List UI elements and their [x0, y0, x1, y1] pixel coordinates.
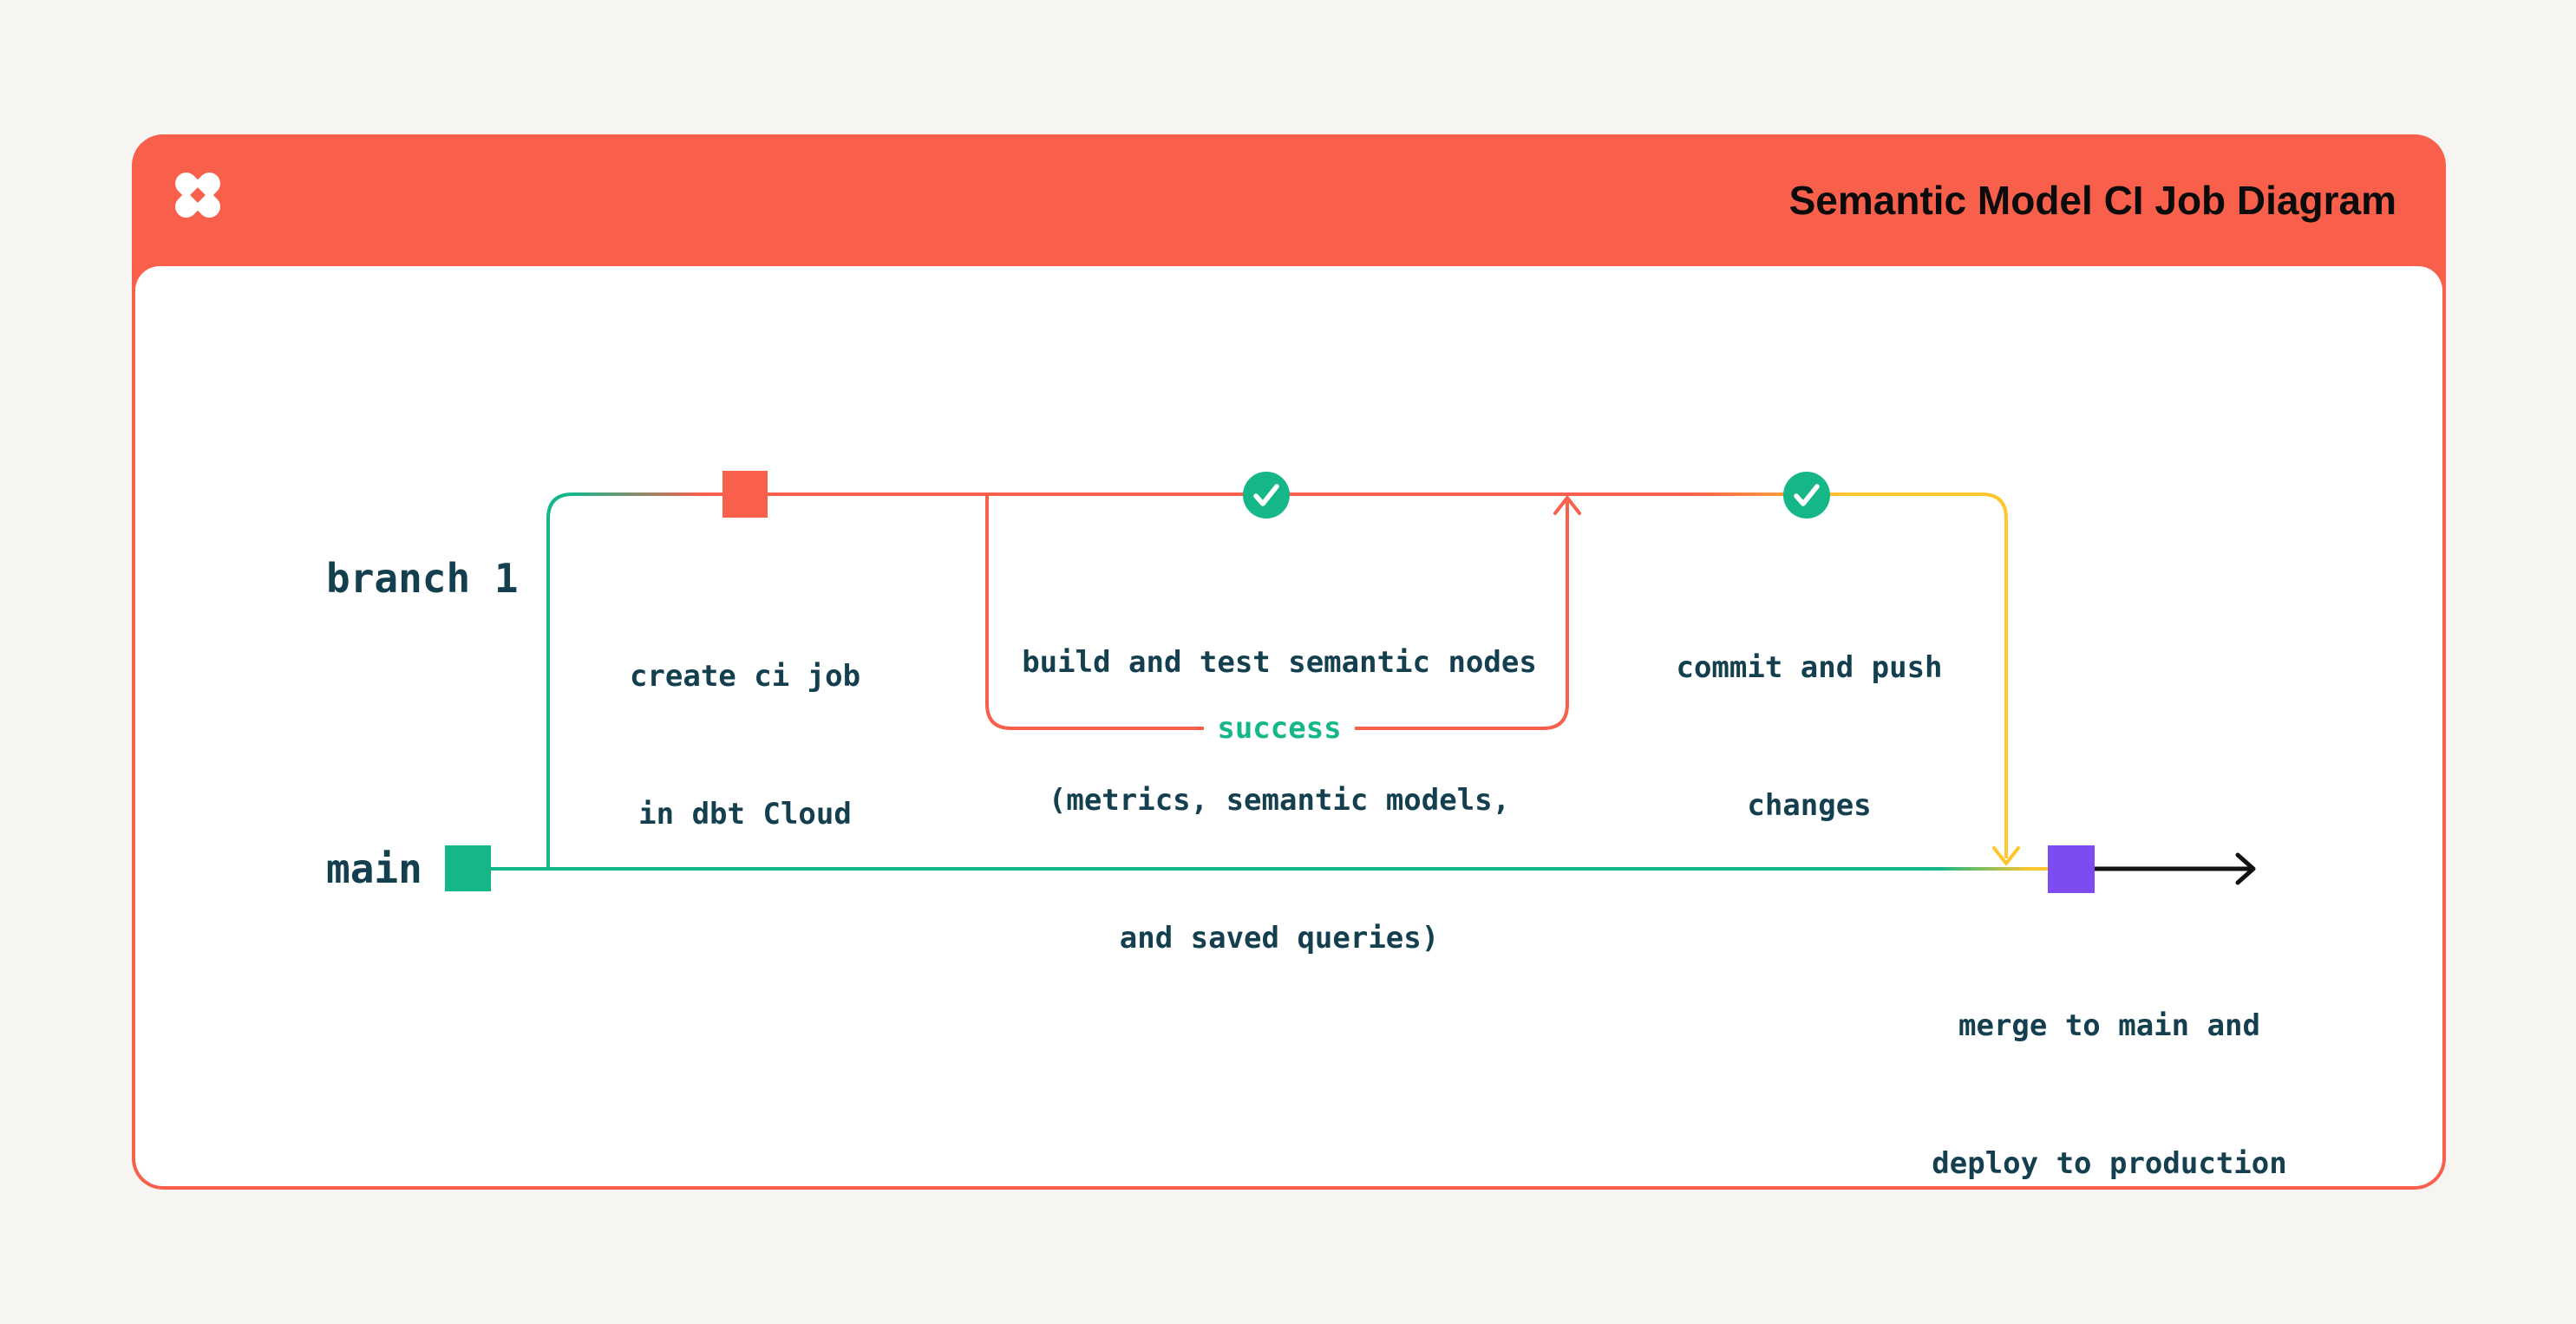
label-line: in dbt Cloud — [638, 797, 852, 832]
label-line: and saved queries) — [1119, 921, 1440, 955]
branch-top-line — [572, 492, 2008, 858]
node-commit-push-label: commit and push changes — [1676, 553, 1942, 921]
node-create-ci-job-label: create ci job in dbt Cloud — [630, 562, 860, 929]
commit-check-circle-icon — [1783, 472, 1830, 519]
label-line: create ci job — [629, 659, 861, 694]
card-body — [135, 266, 2442, 1186]
lane-label-branch: branch 1 — [326, 555, 519, 602]
label-line: (metrics, semantic models, — [1048, 783, 1511, 818]
label-line: deploy to production — [1932, 1146, 2287, 1181]
node-merge-deploy-label: merge to main and deploy to production — [1932, 911, 2286, 1279]
main-commit-square — [445, 845, 491, 891]
success-loop-up-arrowhead-icon — [1553, 496, 1581, 515]
success-loop-left-line — [985, 496, 1204, 730]
label-line: build and test semantic nodes — [1022, 645, 1537, 680]
label-line: commit and push — [1676, 650, 1943, 685]
merge-down-arrowhead-icon — [1992, 846, 2020, 865]
build-check-mark-icon — [1253, 484, 1279, 506]
build-check-circle-icon — [1243, 472, 1290, 519]
label-line: merge to main and — [1958, 1008, 2260, 1043]
label-line: changes — [1747, 788, 1872, 823]
card-header: Semantic Model CI Job Diagram — [132, 134, 2446, 266]
diagram-card: Semantic Model CI Job Diagram — [132, 134, 2446, 1190]
success-loop-right-line — [1355, 501, 1569, 730]
branch-fork-line — [546, 492, 573, 869]
node-build-test-label: build and test semantic nodes (metrics, … — [1022, 548, 1537, 1053]
success-label: success — [1217, 711, 1342, 746]
page-title: Semantic Model CI Job Diagram — [1788, 178, 2396, 223]
branch-commit-square — [722, 471, 768, 518]
commit-check-mark-icon — [1794, 484, 1820, 506]
lane-label-main: main — [326, 845, 422, 892]
dbt-logo-icon — [175, 173, 220, 218]
deploy-arrowhead-icon — [2235, 852, 2256, 885]
merge-commit-square — [2048, 845, 2095, 893]
